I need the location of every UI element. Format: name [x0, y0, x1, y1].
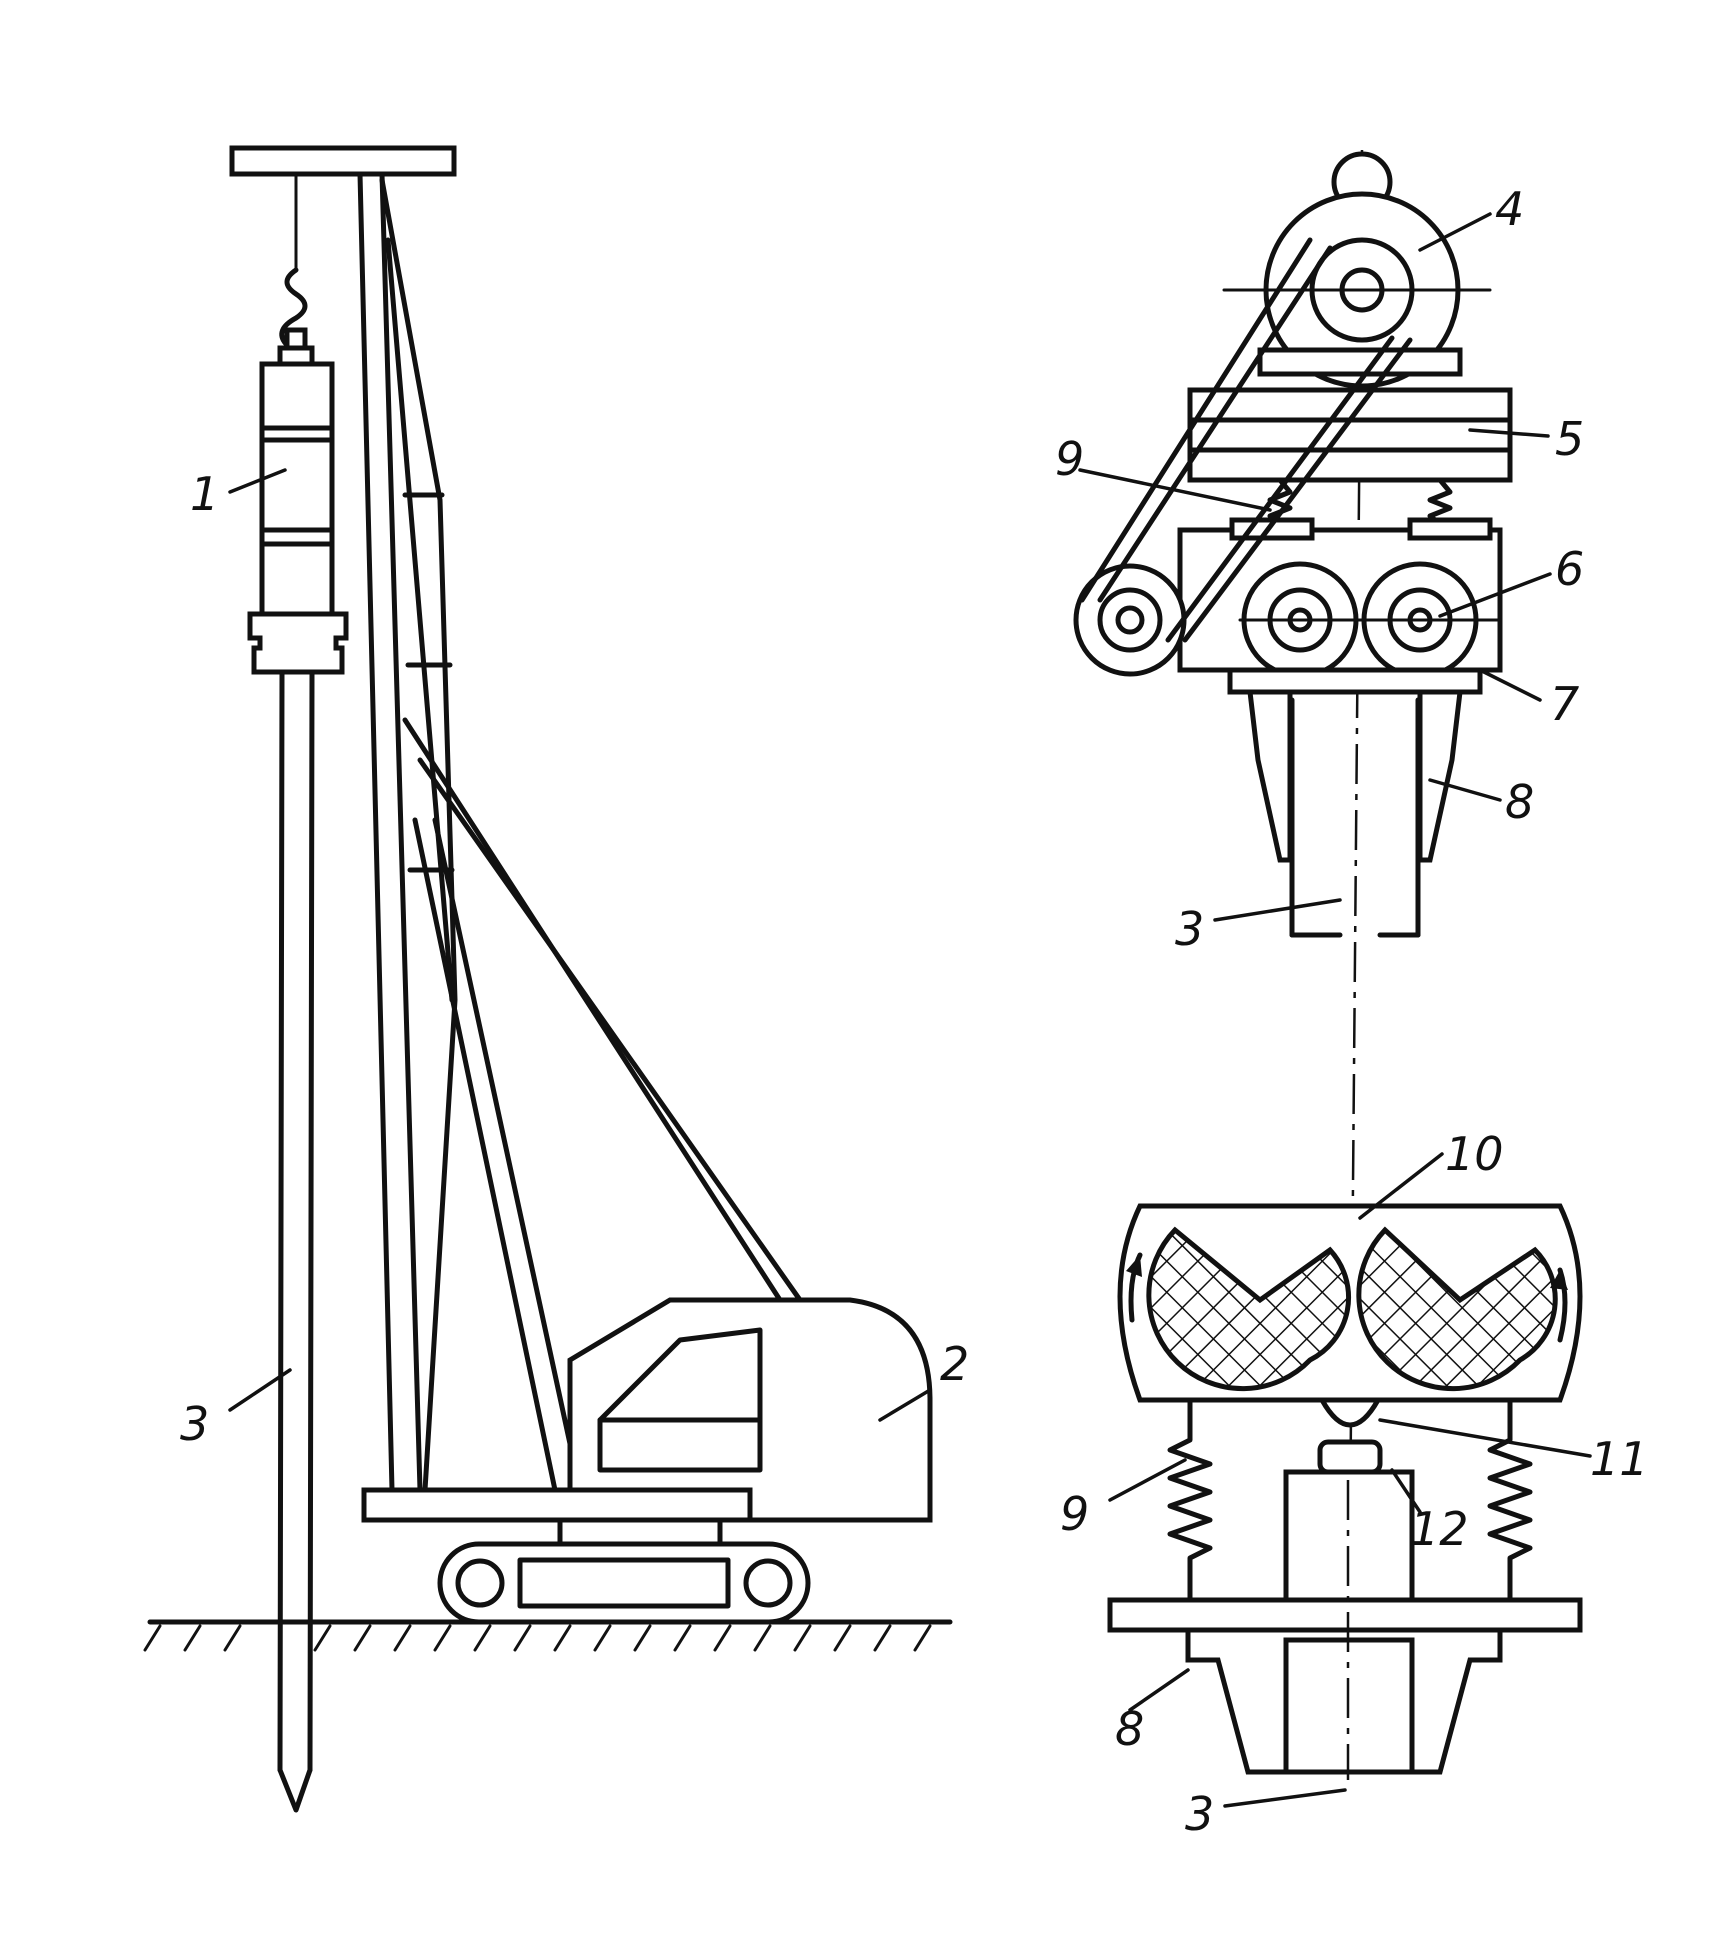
label-10: 10 — [1445, 1127, 1504, 1181]
vibrator-assembly — [1073, 149, 1513, 1761]
label-9-bottom: 9 — [1060, 1487, 1089, 1541]
boom-stays — [402, 717, 803, 1493]
part-labels: 1 2 3 4 5 6 7 8 9 3 10 11 12 9 8 3 — [180, 182, 1649, 1841]
label-8-bottom: 8 — [1115, 1702, 1144, 1756]
hoist-rope-hook — [277, 172, 315, 367]
label-1: 1 — [190, 467, 219, 521]
label-9-top: 9 — [1055, 432, 1084, 486]
eccentric-section — [1107, 1203, 1583, 1780]
label-4: 4 — [1495, 182, 1524, 236]
mast-top-cap — [229, 145, 457, 177]
ground-line — [143, 1619, 953, 1652]
pile-hammer — [247, 361, 349, 675]
leader-lines — [228, 212, 1592, 1808]
label-3-top: 3 — [1175, 902, 1204, 956]
label-12: 12 — [1410, 1502, 1469, 1556]
label-7: 7 — [1550, 677, 1579, 731]
label-3-main: 3 — [180, 1397, 209, 1451]
label-3-bottom: 3 — [1185, 1787, 1214, 1841]
label-6: 6 — [1555, 542, 1584, 596]
label-8-top: 8 — [1505, 775, 1534, 829]
crane-base — [361, 1297, 933, 1625]
pile-left — [277, 669, 315, 1813]
label-5: 5 — [1555, 412, 1584, 466]
label-11: 11 — [1590, 1432, 1649, 1486]
mast — [357, 171, 458, 1493]
label-2: 2 — [940, 1337, 969, 1391]
